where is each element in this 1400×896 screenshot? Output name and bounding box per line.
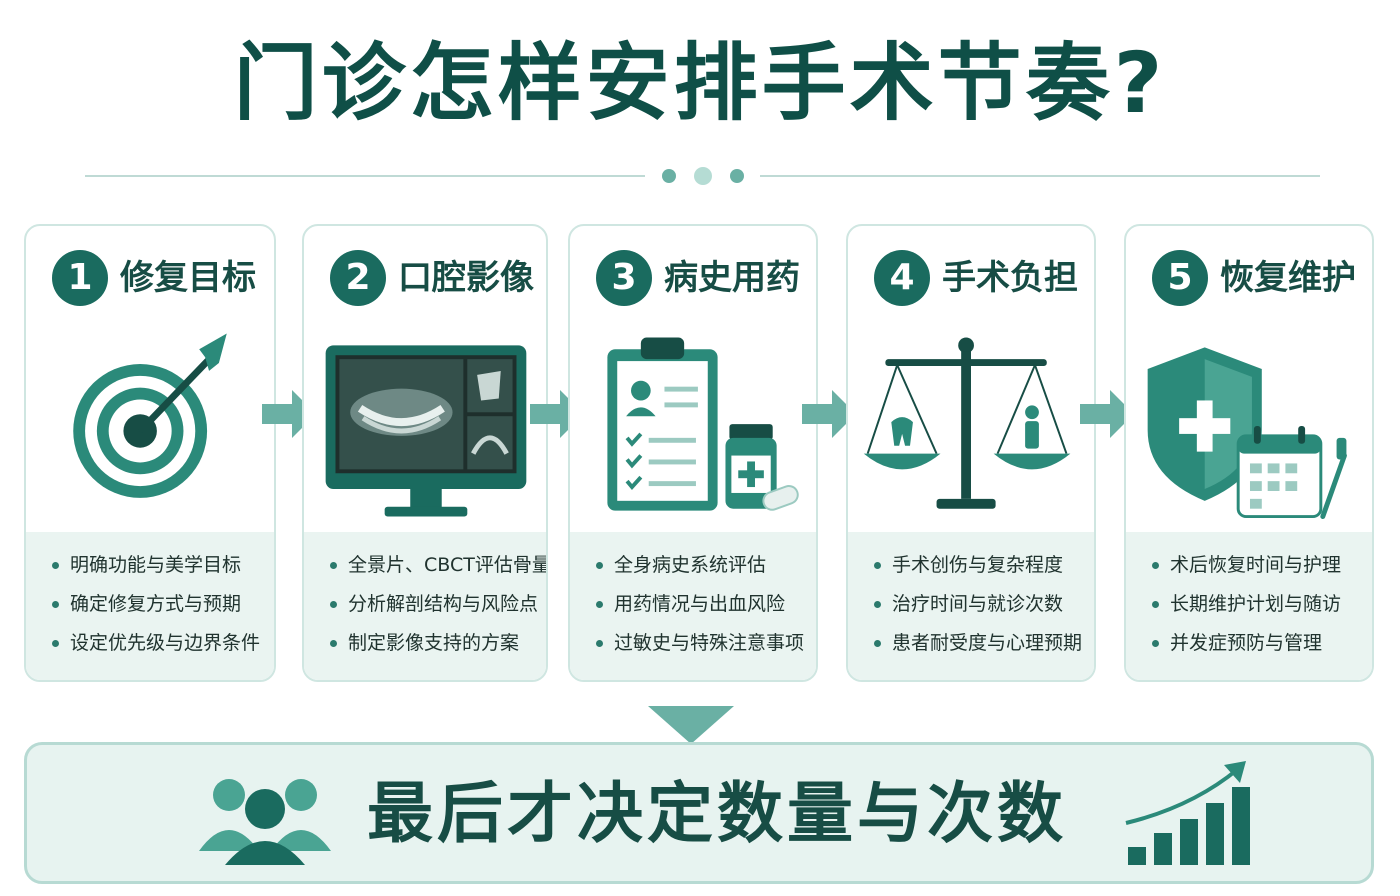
list-item: 过敏史与特殊注意事项 [594,628,816,667]
step-number: 5 [1152,250,1208,306]
step-number: 1 [52,250,108,306]
step-card-3: 3 病史用药 全身病史系统评估 用药情况与出血风险 过敏史与特殊注意事项 [568,224,818,682]
page-title: 门诊怎样安排手术节奏? [233,34,1167,132]
list-item: 制定影像支持的方案 [328,628,546,667]
step-title: 手术负担 [942,258,1078,298]
list-item: 用药情况与出血风险 [594,589,816,628]
step-card-2: 2 口腔影像 全景片、CBCT评估骨量 分析解剖结构与风险点 制定影像支持的方案 [302,224,548,682]
arrow-right-icon [1080,390,1134,438]
clipboard-medicine-icon [607,337,799,511]
step-number: 3 [596,250,652,306]
list-item: 全景片、CBCT评估骨量 [328,550,546,589]
list-item: 确定修复方式与预期 [50,589,274,628]
growth-chart-icon [1125,761,1250,865]
title-divider-left [85,175,645,177]
target-icon [73,333,227,498]
arrow-right-icon [802,390,856,438]
list-item: 术后恢复时间与护理 [1150,550,1372,589]
divider-dots [660,167,750,185]
step-card-4: 4 手术负担 手术创伤与复杂程度 治疗时间与就诊次数 患者耐受度与心理预期 [846,224,1096,682]
list-item: 分析解剖结构与风险点 [328,589,546,628]
list-item: 并发症预防与管理 [1150,628,1372,667]
step-title: 修复目标 [120,258,256,298]
step-card-5: 5 恢复维护 术后恢复时间与护理 长期维护计划与随访 并发症预防与管理 [1124,224,1374,682]
step-title: 恢复维护 [1220,258,1356,298]
list-item: 明确功能与美学目标 [50,550,274,589]
title-divider-right [760,175,1320,177]
xray-monitor-icon [325,345,527,517]
people-group-icon [199,779,331,865]
step-title: 病史用药 [664,258,800,298]
list-item: 患者耐受度与心理预期 [872,628,1094,667]
step-title: 口腔影像 [398,258,534,298]
balance-scale-icon [863,337,1071,509]
step-number: 2 [330,250,386,306]
conclusion-box: 最后才决定数量与次数 [24,742,1374,884]
list-item: 手术创伤与复杂程度 [872,550,1094,589]
list-item: 治疗时间与就诊次数 [872,589,1094,628]
step-card-1: 1 修复目标 明确功能与美学目标 确定修复方式与预期 设定优先级与边界条件 [24,224,276,682]
arrow-down-icon [648,706,734,744]
list-item: 长期维护计划与随访 [1150,589,1372,628]
shield-calendar-icon [1147,347,1347,520]
list-item: 设定优先级与边界条件 [50,628,274,667]
conclusion-text: 最后才决定数量与次数 [367,775,1067,852]
list-item: 全身病史系统评估 [594,550,816,589]
step-number: 4 [874,250,930,306]
